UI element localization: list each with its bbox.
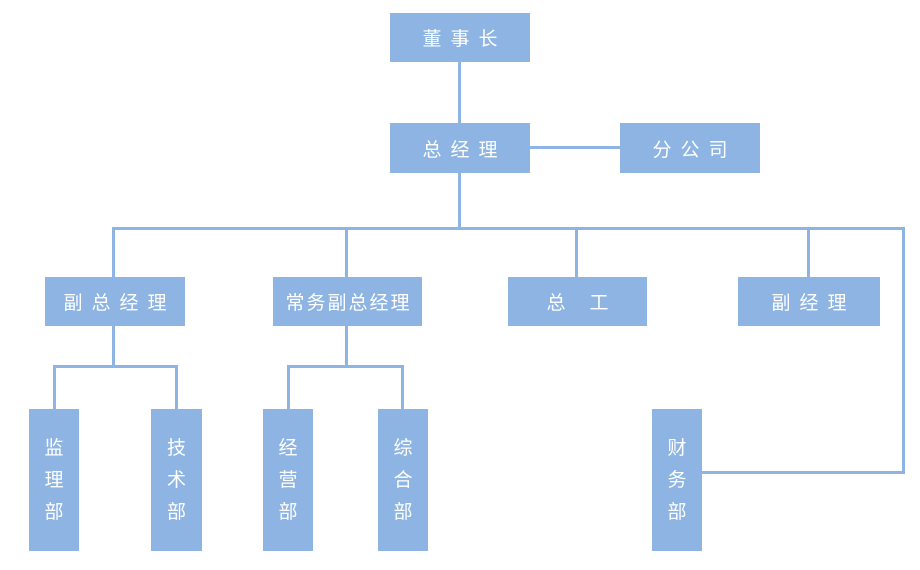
node-branch-company: 分公司 <box>620 123 760 173</box>
connector-drop-general-aff <box>401 368 404 409</box>
node-deputy-general-manager: 副总经理 <box>45 277 185 326</box>
connector-drop-supervision <box>53 368 56 409</box>
connector-subbar-left <box>53 365 178 368</box>
connector-deputy-gm-down <box>112 326 115 368</box>
connector-gm-down <box>458 173 461 230</box>
connector-drop-exec-deputy <box>345 230 348 277</box>
connector-exec-deputy-down <box>345 326 348 368</box>
node-deputy-manager: 副经理 <box>738 277 880 326</box>
connector-right-drop-finance <box>902 227 905 474</box>
node-finance-dept: 财务部 <box>652 409 702 551</box>
connector-drop-operations <box>287 368 290 409</box>
node-chief-engineer: 总 工 <box>508 277 647 326</box>
connector-drop-deputy-mgr <box>807 230 810 277</box>
node-chairman: 董事长 <box>390 13 530 62</box>
connector-main-bar <box>112 227 905 230</box>
node-general-manager: 总经理 <box>390 123 530 173</box>
connector-finance-elbow <box>700 471 905 474</box>
connector-drop-technical <box>175 368 178 409</box>
node-general-affairs-dept: 综合部 <box>378 409 428 551</box>
connector-chairman-gm <box>458 62 461 123</box>
connector-drop-chief-eng <box>575 230 578 277</box>
node-technical-dept: 技术部 <box>151 409 202 551</box>
node-supervision-dept: 监理部 <box>29 409 79 551</box>
connector-gm-branch <box>530 146 620 149</box>
node-operations-dept: 经营部 <box>263 409 313 551</box>
connector-subbar-middle <box>287 365 404 368</box>
node-executive-deputy-gm: 常务副总经理 <box>273 277 422 326</box>
connector-drop-deputy-gm <box>112 230 115 277</box>
